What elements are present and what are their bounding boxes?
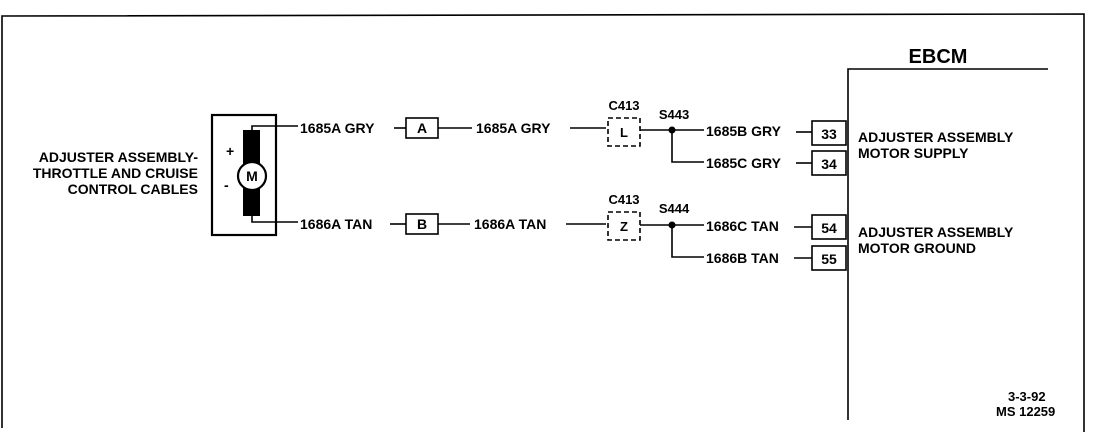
ebcm-pin-54	[811, 214, 847, 240]
ebcm-pin-54-label: 54	[821, 220, 837, 236]
circuit-supply: 1685A GRY A 1685A GRY C413 L S443 1685B …	[300, 98, 1014, 176]
function-ground-line2: MOTOR GROUND	[858, 240, 976, 256]
ebcm-title: EBCM	[909, 46, 968, 68]
wire-1685a-left: 1685A GRY	[300, 120, 375, 136]
motor-plus-label: +	[226, 143, 234, 159]
ebcm-pin-33	[811, 120, 847, 146]
wire-branch	[671, 130, 704, 163]
connector-cavity-z: Z	[620, 219, 628, 234]
splice-s443-label: S443	[659, 107, 689, 122]
motor-lead-top	[251, 125, 298, 130]
motor-icon	[236, 160, 268, 192]
wire-1685b: 1685B GRY	[706, 123, 782, 139]
component-label-line3: CONTROL CABLES	[68, 181, 198, 197]
adjuster-assembly: M + -	[210, 113, 298, 237]
splice-s444-label: S444	[659, 201, 690, 216]
ebcm-pin-55	[811, 245, 847, 271]
wire-1686c: 1686C TAN	[706, 218, 779, 234]
connector-cavity-l: L	[620, 125, 628, 140]
connector-c413-top	[607, 117, 641, 147]
ebcm-pin-34-label: 34	[821, 156, 837, 172]
motor-minus-label: -	[224, 177, 229, 193]
wire-1686b: 1686B TAN	[706, 250, 779, 266]
connector-c413-label-bottom: C413	[608, 192, 639, 207]
connector-c413-label-top: C413	[608, 98, 639, 113]
component-label-line1: ADJUSTER ASSEMBLY-	[39, 149, 199, 165]
motor-lead-bottom	[251, 216, 298, 223]
ebcm-pin-34	[811, 150, 847, 176]
ebcm-outline	[847, 68, 1048, 420]
footer-date: 3-3-92	[1008, 389, 1046, 404]
component-label-line2: THROTTLE AND CRUISE	[33, 165, 198, 181]
function-supply-line1: ADJUSTER ASSEMBLY	[858, 129, 1014, 145]
wire-1685a-mid: 1685A GRY	[476, 120, 551, 136]
wire-branch	[671, 225, 704, 258]
wire-1685c: 1685C GRY	[706, 155, 782, 171]
motor-symbol: M	[246, 168, 258, 184]
ebcm-pin-33-label: 33	[821, 126, 837, 142]
wire-1686a-mid: 1686A TAN	[474, 216, 546, 232]
footer-ref: MS 12259	[996, 404, 1055, 419]
circuit-ground: 1686A TAN B 1686A TAN C413 Z S444 1686C …	[300, 192, 1014, 271]
connector-pin-a-label: A	[417, 120, 427, 136]
connector-c413-bottom	[607, 211, 641, 241]
function-supply-line2: MOTOR SUPPLY	[858, 145, 969, 161]
ebcm-pin-55-label: 55	[821, 251, 837, 267]
wire-1686a-left: 1686A TAN	[300, 216, 372, 232]
connector-pin-b-label: B	[417, 216, 427, 232]
function-ground-line1: ADJUSTER ASSEMBLY	[858, 224, 1014, 240]
page-frame	[1, 13, 1085, 432]
